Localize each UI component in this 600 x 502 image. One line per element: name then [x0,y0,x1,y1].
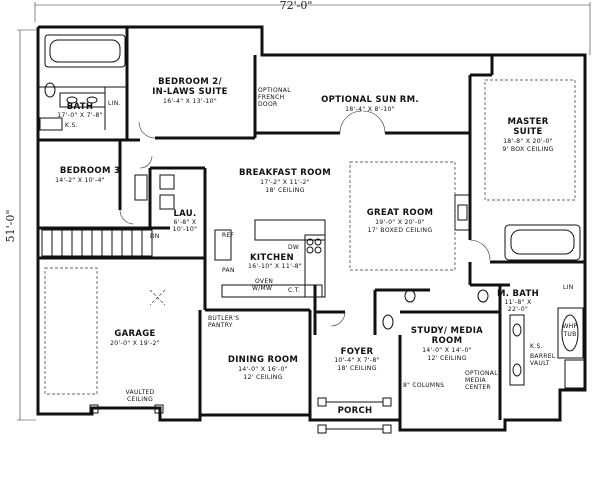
porch-label: PORCH [338,406,373,416]
porch-columns [89,397,392,434]
fireplace [454,194,470,231]
bath-fixtures [39,34,126,131]
master-dimensions: 18'-8" X 20'-0" [503,138,553,145]
bedroom2-label-line1: BEDROOM 2/ [158,77,222,87]
pantry-label: PAN [222,267,235,274]
width-dimension-line: 72'-0" [34,0,591,55]
master-label-line2: SUITE [513,127,542,137]
laundry-dimensions-line1: 6'-8" X [174,219,197,226]
sun-room-dimensions: 18'-4" X 8'-10" [345,106,395,113]
breakfast-dimensions: 17'-2" X 11'-2" [260,179,310,186]
whirlpool-tub-line1: WHP [563,323,578,330]
butlers-pantry-line2: PANTRY [208,322,233,329]
foyer-dimensions: 10'-4" X 7'-8" [334,357,380,364]
dining-room-ceiling: 12' CEILING [243,374,283,381]
oven-label-line2: W/MW [252,285,272,292]
whirlpool-tub-line2: TUB [562,331,576,338]
breakfast-label: BREAKFAST ROOM [239,168,331,178]
master-ceiling: 9' BOX CEILING [502,146,553,153]
depth-dimension: 51'-0" [4,210,17,243]
columns-label: 8" COLUMNS [403,382,444,389]
interior-walls [36,27,585,420]
great-room-dimensions: 19'-0" X 20'-0" [375,219,425,226]
media-center-line1: OPTIONAL [465,370,498,377]
master-label-line1: MASTER [507,117,548,127]
bedroom2-label-line2: IN-LAWS SUITE [152,87,228,97]
kitchen-dimensions: 16'-10" X 11'-8" [248,263,302,270]
depth-dimension-line: 51'-0" [4,29,36,421]
garage-vaulted-line2: CEILING [127,396,153,403]
bath-label: BATH [67,102,94,112]
study-label-line1: STUDY/ MEDIA [411,326,483,336]
master-bath-fixtures [382,224,586,389]
dining-room-label: DINING ROOM [228,355,298,365]
bath-linen-label: LIN. [108,100,121,107]
master-bath-linen-label: LIN [563,284,574,291]
stairs [41,229,153,257]
bedroom3-label: BEDROOM 3 [60,166,120,176]
foyer-ceiling: 18' CEILING [337,365,377,372]
dishwasher-label: DW [288,244,299,251]
master-bath-dimensions-line2: 22'-0" [508,306,528,313]
stairs-down-label: DN [150,233,160,240]
garage-dimensions: 20'-0" X 19'-2" [110,340,160,347]
great-room-ceiling: 17' BOXED CEILING [368,227,433,234]
dining-room-dimensions: 14'-0" X 16'-0" [238,366,288,373]
bedroom2-dimensions: 16'-4" X 13'-10" [163,98,217,105]
bath-ks-label: K.S. [65,122,78,129]
butlers-pantry-line1: BUTLER'S [208,315,239,322]
sun-room-label: OPTIONAL SUN RM. [321,95,419,105]
media-center-line2: MEDIA [465,377,487,384]
laundry-dimensions-line2: 10'-10" [173,226,198,233]
ref-label: REF [222,232,235,239]
breakfast-ceiling: 18' CEILING [265,187,305,194]
laundry-label: LAU. [173,209,196,219]
study-ceiling: 12' CEILING [427,355,467,362]
master-bath-dimensions-line1: 11'-8" X [504,299,532,306]
french-door-line3: DOOR [258,101,277,108]
oven-label-line1: OVEN [255,278,273,285]
study-label-line2: ROOM [432,336,463,346]
master-bath-label: M. BATH [497,289,539,299]
master-bath-ks-label: K.S. [530,343,543,350]
ceiling-outlines [44,79,576,395]
french-door-line1: OPTIONAL [258,87,291,94]
bedroom3-dimensions: 14'-2" X 10'-4" [55,177,105,184]
barrel-vault-line1: BARREL [530,353,556,360]
great-room-label: GREAT ROOM [367,208,433,218]
kitchen-fixtures [134,174,326,298]
countertop-label: C.T. [288,287,300,294]
french-door-line2: FRENCH [258,94,284,101]
bath-dimensions: 17'-0" X 7'-8" [57,112,103,119]
barrel-vault-line2: VAULT [530,360,550,367]
study-dimensions: 14'-0" X 14'-0" [422,347,472,354]
garage-label: GARAGE [114,329,155,339]
garage-vaulted-line1: VAULTED [126,389,155,396]
width-dimension: 72'-0" [280,0,313,12]
media-center-line3: CENTER [465,384,491,391]
kitchen-label: KITCHEN [250,253,294,263]
door-swings [119,110,491,327]
foyer-label: FOYER [341,347,374,357]
